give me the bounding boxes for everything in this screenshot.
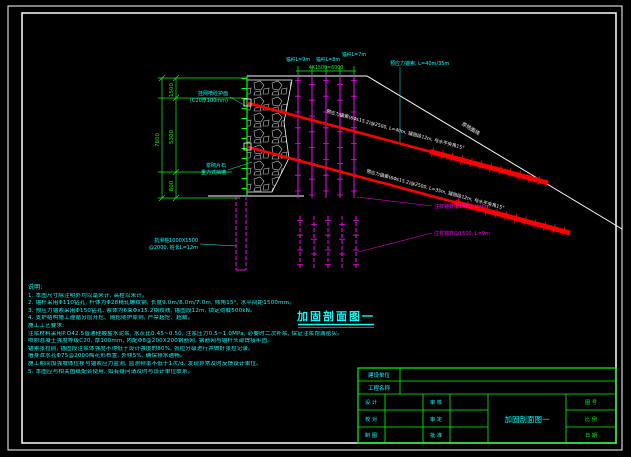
titleblock-owner-label: 建设单位: [368, 371, 391, 379]
notes-lines: 1. 本图尺寸除注明外均以毫米计, 高程以米计。2. 锚杆采用Φ110钻孔, 杆…: [28, 293, 354, 377]
top-dimension-row: [296, 66, 356, 76]
label-nail-mid: 注浆锚杆@1500, L=6m: [434, 203, 490, 210]
leader-nail-mid: [356, 196, 433, 207]
titleblock-drawing-name: 加固剖面图一: [505, 414, 550, 424]
note-line: 2. 锚杆采用Φ110钻孔, 杆体为Φ28精轧螺纹钢, 长度9.0m/8.0m/…: [28, 300, 295, 307]
anchor-head-1: [243, 98, 252, 107]
titleblock-role-approve: 审 定: [430, 415, 442, 423]
left-dimension-chain: [158, 74, 247, 202]
titleblock-cell-scale: 比 例: [585, 415, 597, 423]
titleblock-role-review: 审 核: [430, 398, 442, 406]
titleblock-role-check: 校 对: [365, 415, 377, 423]
sheet-inner-border: [21, 12, 617, 444]
leader-wall: [227, 161, 253, 171]
label-cable-top: 预应力锚索, L=40m/35m: [390, 60, 449, 67]
dim-left-seg-top: 1500: [169, 83, 175, 97]
titleblock-cell-number: 图 号: [585, 399, 597, 406]
anchor-cable-2: [243, 142, 571, 237]
sheet-outer-border: [7, 5, 623, 451]
note-line: 锚索张拉前, 锚固段注浆体强度不得低于设计强度的80%, 张拉分级进行并做好张拉…: [28, 345, 254, 352]
anchor-head-2: [243, 142, 252, 151]
leader-nail-low: [357, 232, 433, 253]
note-line: 4. 支护结构施工遵循分层开挖、随挖随护原则, 严禁超挖、超载。: [28, 315, 194, 322]
label-nail-low: 注浆锚杆@1500, L=9m: [434, 230, 490, 237]
dim-left-seg-bottom: 800: [169, 180, 175, 191]
label-pile-2: @2000, 桩长L=12m: [149, 244, 198, 251]
label-wall-2: 重力式挡墙: [201, 169, 226, 176]
note-line: 5. 本图应与相关图纸配合使用, 如有疑问请及时与设计单位联系。: [28, 368, 194, 375]
soil-nail-group-upper: [295, 76, 357, 198]
title-block-grid: [357, 367, 617, 444]
label-pile-1: 抗滑桩1000X1500: [154, 237, 198, 244]
masonry-wall-hatch: [246, 79, 293, 193]
note-line: 墙身泄水孔Φ75@2000梅花形布置, 外倾5%, 确保排水通畅。: [28, 353, 186, 360]
anti-slide-pile: [235, 196, 247, 271]
titleblock-project-label: 工程名称: [368, 384, 391, 392]
label-nail-b: 锚杆L=8m: [316, 56, 340, 63]
label-wall-1: 浆砌片石: [206, 162, 226, 169]
note-line: 3. 预应力锚索采用Φ150钻孔, 索体为6束Φs15.2钢绞线, 锚固段12m…: [28, 307, 256, 314]
titleblock-role-draft: 制 图: [365, 431, 377, 439]
note-line: 喷射混凝土强度等级C20, 厚100mm, 内配Φ8@200X200钢筋网, 钢…: [28, 338, 274, 345]
titleblock-cell-date: 日 期: [585, 432, 597, 439]
label-shotcrete-2: (C20厚100mm): [190, 98, 228, 104]
label-nail-a: 锚杆L=9m: [286, 56, 310, 63]
note-line: 施工期间加强坡体位移与锚索应力监测, 监测频率不低于1次/d, 发现异常及时反馈…: [28, 360, 262, 367]
drawing-title: 加固剖面图一: [296, 309, 375, 323]
soil-nail-group-lower: [297, 216, 359, 270]
note-line: 1. 本图尺寸除注明外均以毫米计, 高程以米计。: [28, 292, 148, 299]
label-shotcrete-1: 挂网喷砼护面: [198, 90, 228, 97]
label-nail-c: 锚杆L=7m: [342, 51, 366, 58]
notes-heading: 说明:: [28, 284, 43, 291]
dim-top-row: 4X1500=6000: [309, 65, 344, 71]
anchor-cable-1: [243, 98, 549, 187]
dim-left-seg-mid: 5300: [169, 130, 175, 144]
leader-pile: [199, 243, 237, 247]
note-line: 注浆材料采用P.O42.5普通硅酸盐水泥浆, 水灰比0.45~0.50, 注浆压…: [28, 330, 343, 337]
titleblock-role-design: 设 计: [365, 398, 377, 406]
leader-shotcrete: [229, 96, 247, 107]
dim-left-total: 7600: [155, 133, 161, 147]
note-line: 施工工艺要求:: [28, 322, 65, 329]
titleblock-role-ratify: 批 准: [430, 431, 442, 439]
notes-block: 说明: 1. 本图尺寸除注明外均以毫米计, 高程以米计。2. 锚杆采用Φ110钻…: [28, 284, 354, 376]
